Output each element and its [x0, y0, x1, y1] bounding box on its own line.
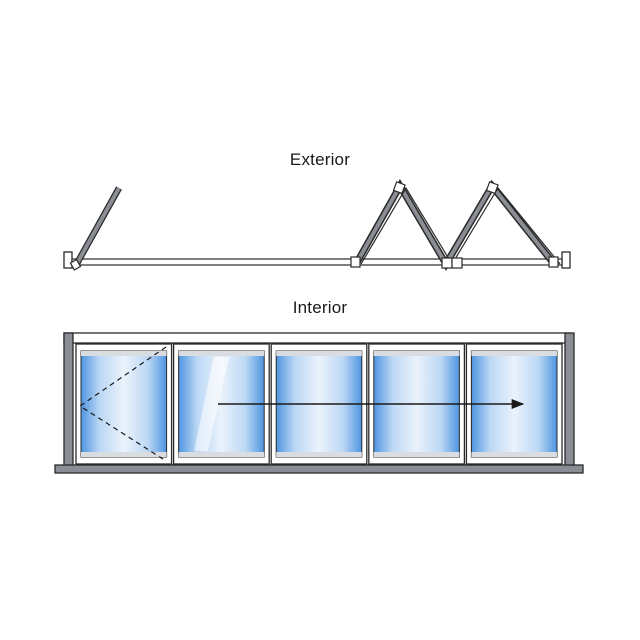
- hinge-block: [451, 257, 463, 269]
- hinge-block: [548, 256, 559, 268]
- hinge-block: [485, 181, 499, 195]
- head-frame: [63, 332, 571, 344]
- track-line: [71, 258, 563, 266]
- door-panel: [75, 343, 173, 465]
- sill: [54, 464, 584, 474]
- right-side-jamb: [564, 332, 575, 467]
- swing-hinge: [69, 258, 82, 271]
- glass-pane: [80, 350, 168, 458]
- left-jamb: [63, 251, 73, 269]
- hinge-block: [392, 181, 406, 195]
- swing-indicator: [78, 346, 167, 462]
- left-side-jamb: [63, 332, 74, 467]
- interior-label: Interior: [292, 298, 348, 317]
- exterior-plan-view: [63, 178, 571, 271]
- exterior-label: Exterior: [289, 150, 351, 169]
- hinge-block: [350, 256, 361, 268]
- folded-panels: [350, 178, 561, 271]
- hinge-block: [441, 257, 453, 269]
- right-jamb: [561, 251, 571, 269]
- interior-elevation-view: [54, 332, 584, 474]
